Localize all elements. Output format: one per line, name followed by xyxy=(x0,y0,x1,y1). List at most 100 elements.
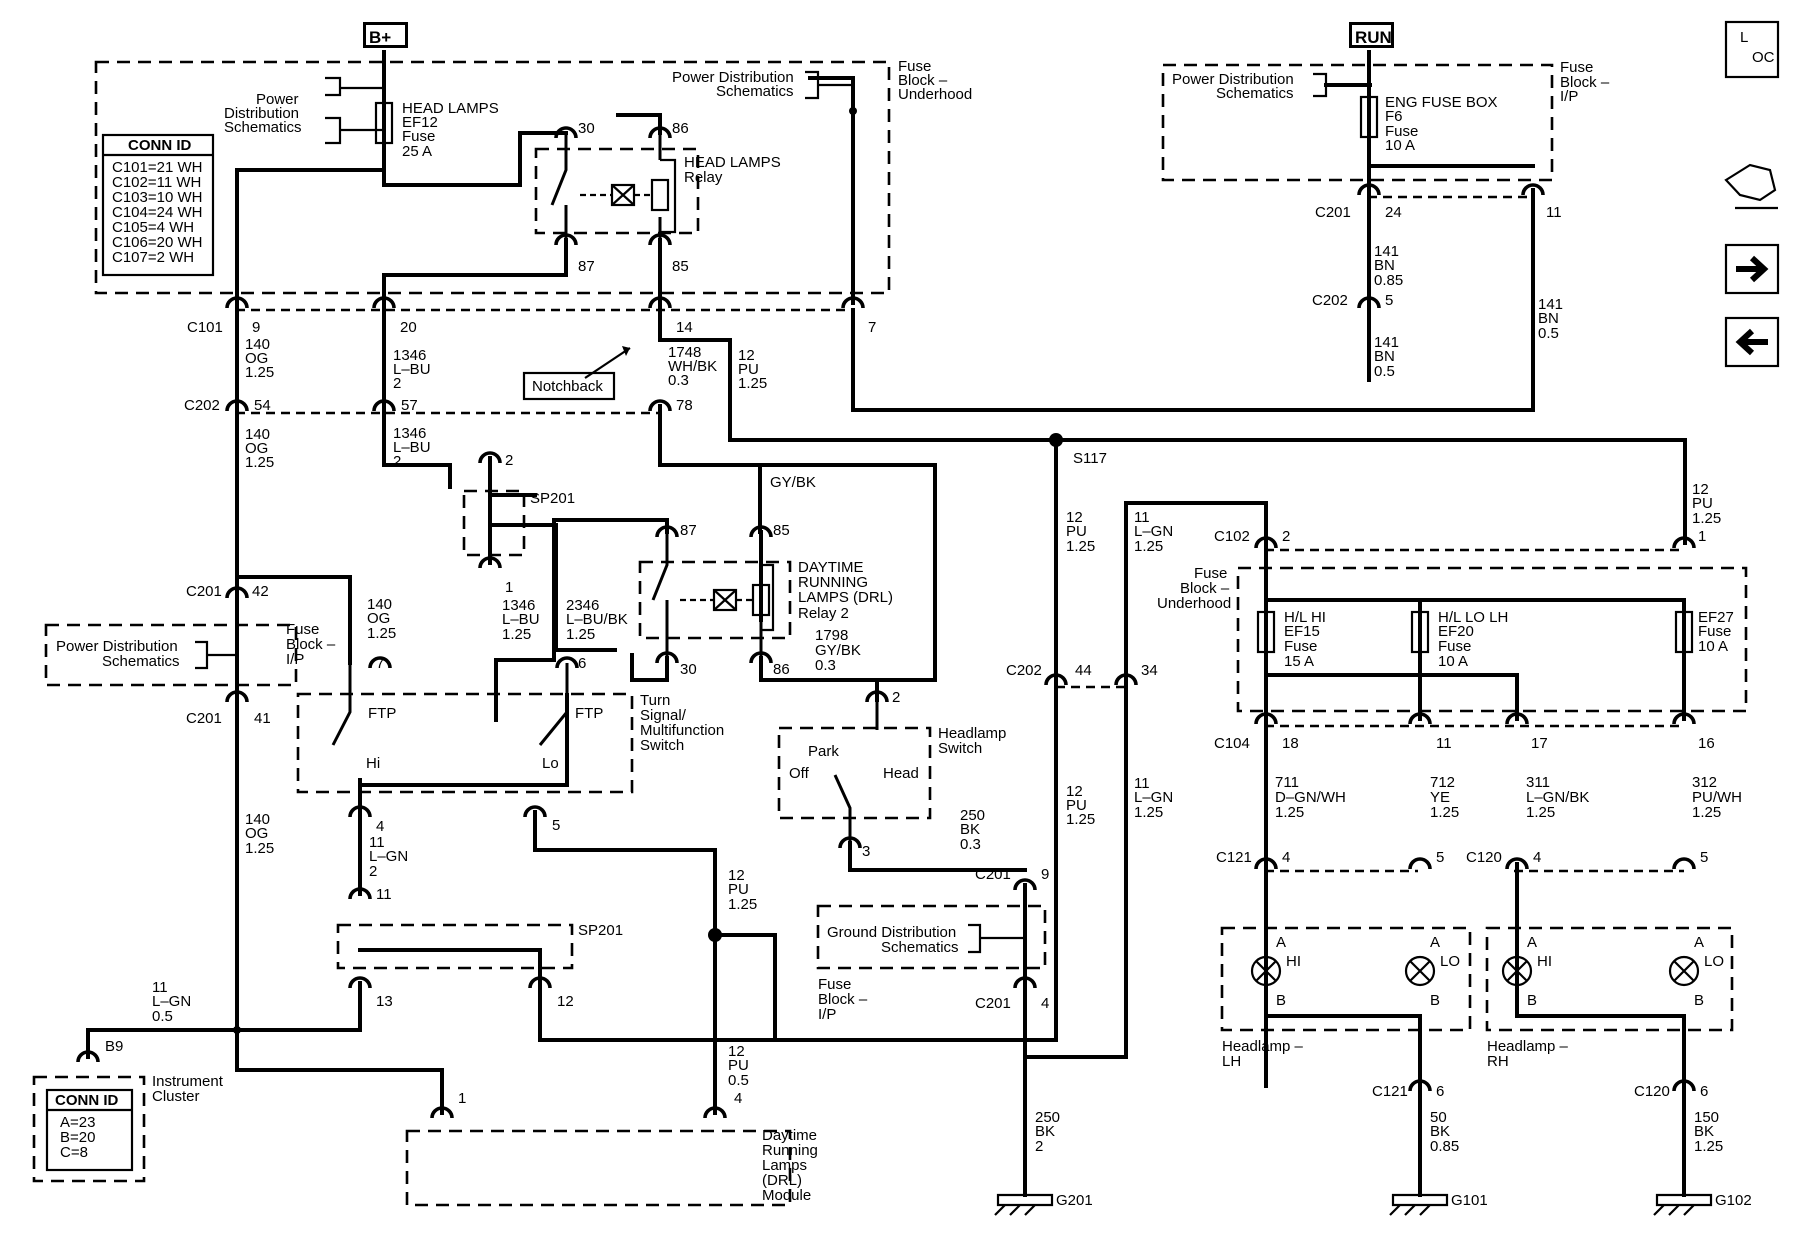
label-w712a: 712 xyxy=(1430,774,1455,791)
drl-relay-icon xyxy=(651,532,775,658)
label-w1346f: 2 xyxy=(393,453,401,470)
label-n6b: 6 xyxy=(1436,1083,1444,1100)
label-n7a: 7 xyxy=(868,319,876,336)
label-pds-3b: Schematics xyxy=(1216,85,1294,102)
label-c107wh: C107=2 WH xyxy=(112,249,194,266)
label-n7b: 7 xyxy=(376,655,384,672)
label-w140k: OG xyxy=(245,825,268,842)
label-w250c: 0.3 xyxy=(960,836,981,853)
label-w50c: 0.85 xyxy=(1430,1138,1459,1155)
label-c120b: C120 xyxy=(1634,1083,1670,1100)
label-ts-2: Signal/ xyxy=(640,707,687,724)
label-w140h: OG xyxy=(367,610,390,627)
label-w250a: 250 xyxy=(960,807,985,824)
label-w1748a: 1748 xyxy=(668,344,701,361)
label-ftp2: FTP xyxy=(575,705,603,722)
label-w141e: BN xyxy=(1374,348,1395,365)
label-n5b: 5 xyxy=(552,817,560,834)
label-w711a: 711 xyxy=(1275,774,1299,791)
label-w312a: 312 xyxy=(1692,774,1717,791)
label-hlhi-3: Fuse xyxy=(1284,638,1317,655)
label-w11h: L–GN xyxy=(369,848,408,865)
label-A2: A xyxy=(1430,934,1440,951)
label-n2c: 2 xyxy=(892,689,900,706)
fuse-block-ip-box xyxy=(1161,63,1554,182)
arrow-left-icon xyxy=(1735,328,1768,356)
label-hrh-2: RH xyxy=(1487,1053,1509,1070)
label-pds-4a: Power Distribution xyxy=(56,638,178,655)
label-w250e: BK xyxy=(1035,1123,1055,1140)
label-w311b: L–GN/BK xyxy=(1526,789,1589,806)
label-c106wh: C106=20 WH xyxy=(112,234,202,251)
label-n9b: 9 xyxy=(1041,866,1049,883)
label-hl-4: 25 A xyxy=(402,143,432,160)
label-w11j: 11 xyxy=(152,979,168,996)
location-icon[interactable] xyxy=(1724,20,1780,79)
label-w11d: 11 xyxy=(1134,775,1150,792)
label-w12h: PU xyxy=(1692,495,1713,512)
label-efb-3: Fuse xyxy=(1385,123,1418,140)
headlamp-switch-icon xyxy=(833,700,879,843)
label-w12f: 1.25 xyxy=(1066,538,1095,555)
instrument-cluster-box xyxy=(32,1075,146,1183)
label-w1798a: 1798 xyxy=(815,627,848,644)
label-lo1: Lo xyxy=(542,755,559,772)
label-w140d: 140 xyxy=(245,426,270,443)
label-w1346d: 1346 xyxy=(393,425,426,442)
next-page-button[interactable] xyxy=(1724,243,1780,295)
label-c201b: C201 xyxy=(186,583,222,600)
label-n11b: 11 xyxy=(1436,735,1452,752)
label-w150a: 150 xyxy=(1694,1109,1719,1126)
lamp-rh-hi-icon xyxy=(1501,955,1533,987)
fuse-ef27-icon xyxy=(1674,610,1694,654)
label-w1346b: L–BU xyxy=(393,361,431,378)
label-w1798b: GY/BK xyxy=(815,642,861,659)
headlamp-switch-box xyxy=(777,726,932,820)
label-w11g: 11 xyxy=(369,834,385,851)
label-w141h: BN xyxy=(1538,310,1559,327)
label-w11l: 0.5 xyxy=(152,1008,173,1025)
label-n11a: 11 xyxy=(1546,204,1562,221)
label-hlh-2: LH xyxy=(1222,1053,1241,1070)
tools-icon[interactable] xyxy=(1724,163,1778,210)
label-pds-2b: Schematics xyxy=(716,83,794,100)
label-hlh-1: Headlamp – xyxy=(1222,1038,1304,1055)
label-c202b: C202 xyxy=(1312,292,1348,309)
label-w141f: 0.5 xyxy=(1374,363,1395,380)
label-w12l: 1.25 xyxy=(1066,811,1095,828)
label-p30a: 30 xyxy=(578,120,595,137)
label-p85b: 85 xyxy=(773,522,790,539)
label-b-plus: B+ xyxy=(369,28,391,47)
label-n13: 13 xyxy=(376,993,393,1010)
dashed-boxes xyxy=(32,60,1748,1207)
head-lamps-relay-icon xyxy=(550,133,677,240)
label-fbi3-3: I/P xyxy=(818,1006,836,1023)
label-w2346c: 1.25 xyxy=(566,626,595,643)
label-dm-3: Lamps xyxy=(762,1157,807,1174)
label-c104wh: C104=24 WH xyxy=(112,204,202,221)
label-w140a: 140 xyxy=(245,336,270,353)
prev-page-button[interactable] xyxy=(1724,316,1780,368)
label-w12q: PU xyxy=(728,1057,749,1074)
label-c102b: C102 xyxy=(1214,528,1250,545)
sp201-lower-box xyxy=(336,923,574,970)
label-head: Head xyxy=(883,765,919,782)
label-w12o: 1.25 xyxy=(728,896,757,913)
label-p30b: 30 xyxy=(680,661,697,678)
label-w140b: OG xyxy=(245,350,268,367)
label-sp201a: SP201 xyxy=(530,490,575,507)
wires xyxy=(86,50,1687,1197)
label-w1346g: 1346 xyxy=(502,597,535,614)
label-hlhi-1: H/L HI xyxy=(1284,609,1326,626)
label-dm-4: (DRL) xyxy=(762,1172,802,1189)
label-n16: 16 xyxy=(1698,735,1715,752)
label-b20: B=20 xyxy=(60,1129,95,1146)
label-n24: 24 xyxy=(1385,204,1402,221)
label-hlr-1: HEAD LAMPS xyxy=(684,154,781,171)
label-pds-1a: Power xyxy=(256,91,299,108)
label-w1748c: 0.3 xyxy=(668,372,689,389)
label-n2a: 2 xyxy=(505,452,513,469)
headlamp-lh-box xyxy=(1220,926,1472,1032)
label-n5c: 5 xyxy=(1436,849,1444,866)
label-w12b: PU xyxy=(738,361,759,378)
